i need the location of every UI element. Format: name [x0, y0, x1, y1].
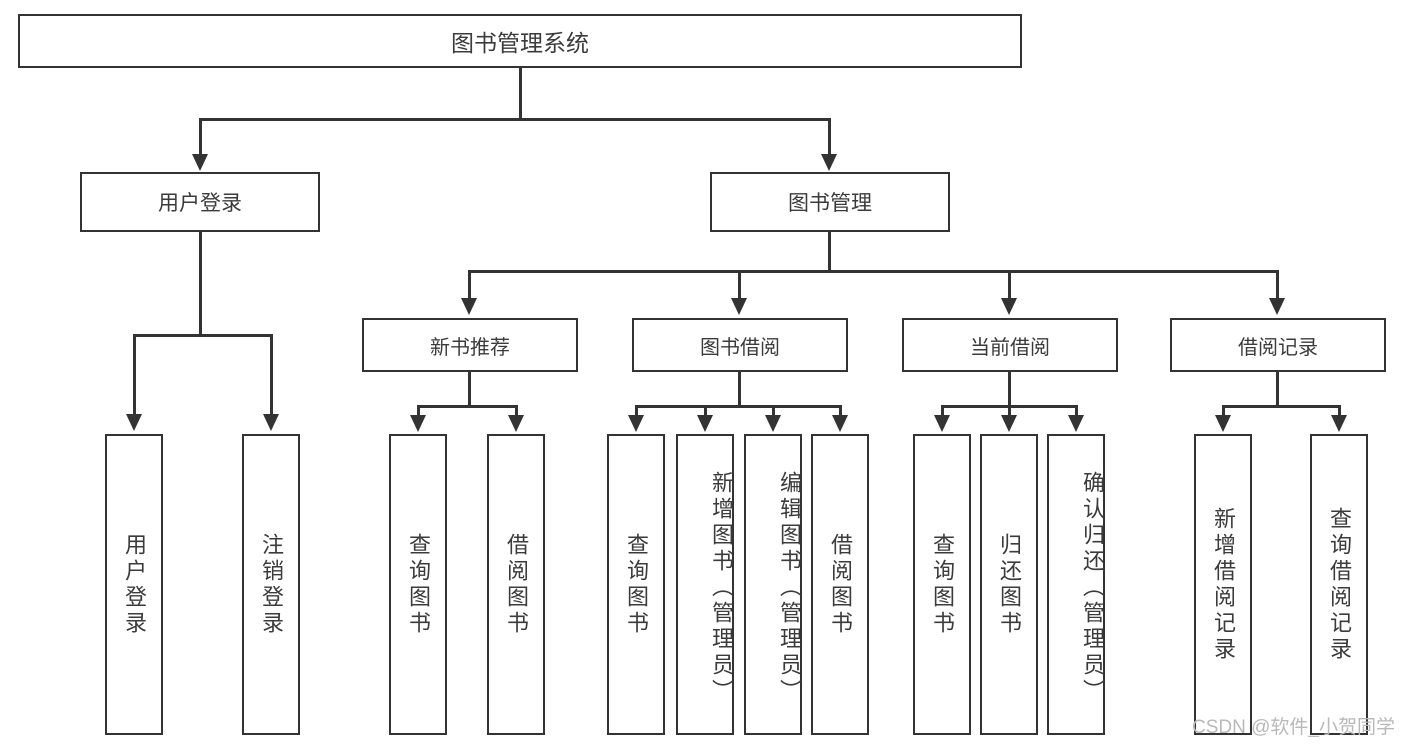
connector-book-management-bus — [468, 270, 1278, 273]
connector-root-stem — [519, 68, 522, 120]
leaf-user-login[interactable]: 用户登录 — [105, 434, 163, 735]
leaf-query-book-recommend[interactable]: 查询图书 — [389, 434, 447, 735]
arrowhead-new-book-leaf-2 — [508, 415, 524, 432]
leaf-query-book-current[interactable]: 查询图书 — [913, 434, 971, 735]
connector-book-borrow-stem — [738, 372, 741, 408]
node-new-book-recommend[interactable]: 新书推荐 — [362, 318, 578, 372]
node-book-borrow[interactable]: 图书借阅 — [632, 318, 848, 372]
leaf-query-book-borrow[interactable]: 查询图书 — [607, 434, 665, 735]
connector-book-borrow-to-leaf-1 — [635, 405, 638, 419]
leaf-borrow-book-recommend[interactable]: 借阅图书 — [487, 434, 545, 735]
leaf-borrow-book[interactable]: 借阅图书 — [811, 434, 869, 735]
arrowhead-current-borrow-leaf-1 — [934, 415, 950, 432]
connector-bm-to-book-borrow — [738, 270, 741, 300]
connector-borrow-record-bus — [1222, 405, 1338, 408]
node-book-management[interactable]: 图书管理 — [710, 172, 950, 232]
connector-book-borrow-bus — [635, 405, 841, 408]
arrowhead-to-current-borrow — [1001, 298, 1017, 315]
connector-user-login-to-leaf-1 — [133, 334, 136, 416]
arrowhead-book-borrow-leaf-4 — [832, 415, 848, 432]
connector-bm-to-current-borrow — [1008, 270, 1011, 300]
arrowhead-to-borrow-record — [1269, 298, 1285, 315]
connector-current-borrow-to-leaf-2 — [1008, 405, 1011, 419]
arrowhead-current-borrow-leaf-3 — [1068, 415, 1084, 432]
connector-book-borrow-to-leaf-4 — [839, 405, 842, 419]
connector-borrow-record-to-leaf-2 — [1338, 405, 1341, 419]
connector-current-borrow-stem — [1008, 372, 1011, 408]
node-root-book-management-system[interactable]: 图书管理系统 — [18, 14, 1022, 68]
connector-bm-to-new-book — [468, 270, 471, 300]
arrowhead-user-login-leaf-1 — [126, 414, 142, 431]
leaf-logout[interactable]: 注销登录 — [242, 434, 300, 735]
connector-book-management-stem — [828, 232, 831, 272]
connector-new-book-stem — [468, 372, 471, 408]
connector-new-book-to-leaf-2 — [515, 405, 518, 419]
connector-book-borrow-to-leaf-3 — [772, 405, 775, 419]
arrowhead-user-login-leaf-2 — [263, 414, 279, 431]
arrowhead-borrow-record-leaf-2 — [1331, 415, 1347, 432]
node-current-borrow[interactable]: 当前借阅 — [902, 318, 1118, 372]
connector-bm-to-borrow-record — [1276, 270, 1279, 300]
arrowhead-to-user-login — [192, 154, 208, 171]
arrowhead-borrow-record-leaf-1 — [1215, 415, 1231, 432]
arrowhead-to-new-book-recommend — [461, 298, 477, 315]
connector-user-login-bus — [133, 334, 273, 337]
leaf-edit-book-admin[interactable]: 编辑图书（管理员） — [744, 434, 802, 735]
connector-current-borrow-to-leaf-1 — [941, 405, 944, 419]
arrowhead-new-book-leaf-1 — [410, 415, 426, 432]
connector-current-borrow-to-leaf-3 — [1075, 405, 1078, 419]
connector-borrow-record-stem — [1276, 372, 1279, 408]
connector-book-borrow-to-leaf-2 — [704, 405, 707, 419]
leaf-return-book[interactable]: 归还图书 — [980, 434, 1038, 735]
node-user-login[interactable]: 用户登录 — [80, 172, 320, 232]
arrowhead-book-borrow-leaf-3 — [765, 415, 781, 432]
connector-user-login-stem — [199, 232, 202, 336]
arrowhead-to-book-borrow — [731, 298, 747, 315]
arrowhead-current-borrow-leaf-2 — [1001, 415, 1017, 432]
connector-root-bus — [199, 118, 831, 121]
connector-root-to-user-login — [199, 118, 202, 156]
connector-new-book-bus — [417, 405, 518, 408]
connector-new-book-to-leaf-1 — [417, 405, 420, 419]
leaf-confirm-return-admin[interactable]: 确认归还（管理员） — [1047, 434, 1105, 735]
arrowhead-book-borrow-leaf-2 — [697, 415, 713, 432]
node-borrow-record[interactable]: 借阅记录 — [1170, 318, 1386, 372]
leaf-query-borrow-record[interactable]: 查询借阅记录 — [1310, 434, 1368, 735]
arrowhead-to-book-management — [821, 154, 837, 171]
arrowhead-book-borrow-leaf-1 — [628, 415, 644, 432]
connector-root-to-book-management — [828, 118, 831, 156]
connector-user-login-to-leaf-2 — [270, 334, 273, 416]
leaf-add-book-admin[interactable]: 新增图书（管理员） — [676, 434, 734, 735]
connector-borrow-record-to-leaf-1 — [1222, 405, 1225, 419]
leaf-add-borrow-record[interactable]: 新增借阅记录 — [1194, 434, 1252, 735]
